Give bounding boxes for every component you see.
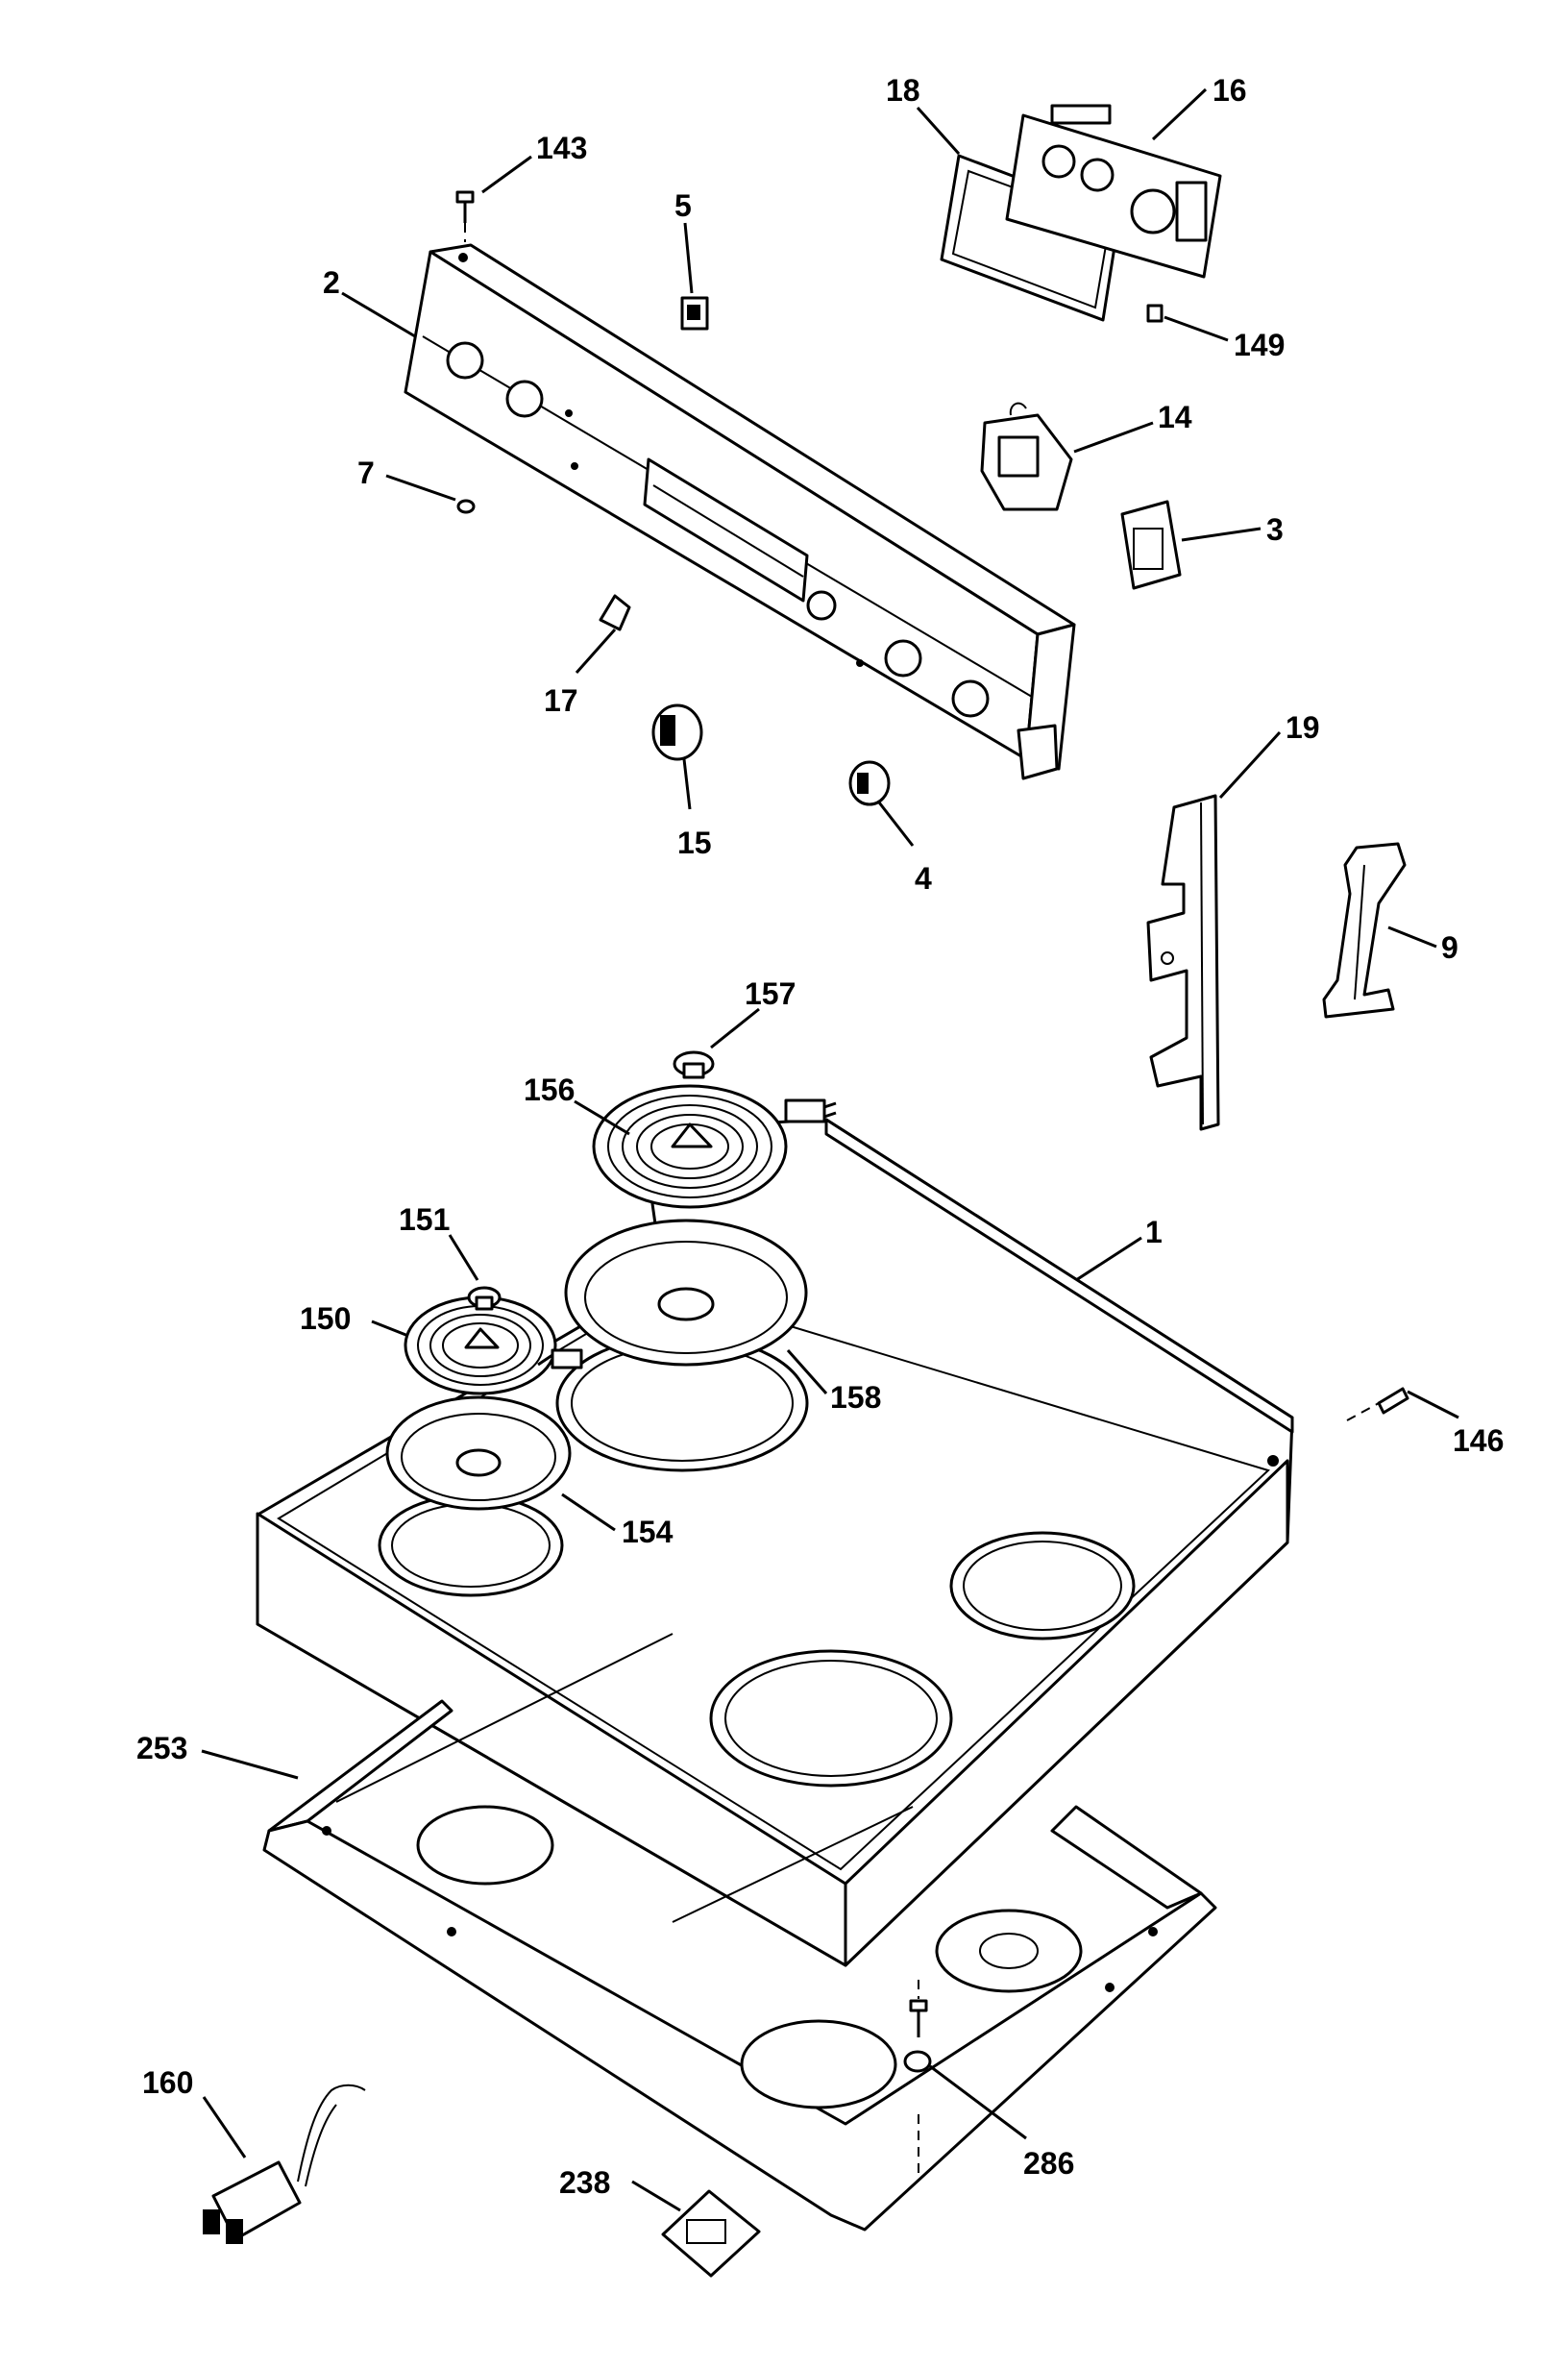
callout-158: 158 [830, 1380, 881, 1415]
part-17-icon [599, 594, 631, 631]
drip-bowl-154-icon [385, 1395, 572, 1511]
callout-1: 1 [1145, 1215, 1163, 1249]
switch-3-icon [1120, 500, 1182, 590]
side-bracket-9-icon [1322, 842, 1407, 1019]
callout-labels: 143 2 5 18 16 149 14 3 7 17 15 4 19 9 15… [136, 73, 1504, 2200]
callout-157: 157 [745, 976, 796, 1011]
cooktop-1 [256, 1118, 1294, 1967]
callout-19: 19 [1286, 710, 1320, 745]
callout-16: 16 [1213, 73, 1247, 108]
pin-146-icon [1346, 1387, 1409, 1421]
callout-18: 18 [886, 73, 920, 108]
screw-286-icon [903, 1980, 932, 2182]
element-cap-151-icon [467, 1286, 502, 1311]
side-bracket-19-icon [1146, 794, 1220, 1131]
callout-146: 146 [1453, 1423, 1504, 1458]
callout-9: 9 [1441, 930, 1458, 965]
callout-151: 151 [399, 1202, 450, 1237]
callout-7: 7 [357, 456, 375, 490]
callout-143: 143 [536, 131, 587, 165]
callout-253: 253 [136, 1731, 187, 1765]
part-149-icon [1146, 304, 1164, 323]
surface-element-156-icon [592, 1084, 837, 1209]
part-7-icon [456, 499, 476, 514]
part-5-icon [680, 296, 709, 331]
callout-5: 5 [674, 188, 692, 223]
callout-3: 3 [1266, 512, 1284, 547]
callout-150: 150 [300, 1301, 351, 1336]
control-panel-backsplash [404, 243, 1076, 780]
knob-4-icon [848, 760, 891, 806]
bottom-pan-253 [262, 1633, 1217, 2232]
callout-149: 149 [1234, 328, 1285, 362]
callout-238: 238 [559, 2165, 610, 2200]
switch-14-icon [980, 402, 1073, 511]
knob-15-icon [651, 703, 703, 761]
callout-286: 286 [1023, 2146, 1074, 2181]
callout-160: 160 [142, 2065, 193, 2100]
element-cap-157-icon [673, 1050, 715, 1079]
drip-bowl-158-icon [564, 1219, 808, 1367]
callout-14: 14 [1158, 400, 1192, 434]
callout-17: 17 [544, 683, 578, 718]
leader-lines [201, 87, 1459, 2212]
screw-143-icon [455, 190, 475, 242]
terminal-block-160-icon [203, 2084, 366, 2244]
plate-238-icon [661, 2189, 761, 2278]
callout-4: 4 [915, 861, 932, 896]
callout-2: 2 [323, 265, 340, 300]
callout-156: 156 [524, 1073, 575, 1107]
clock-assembly-16-icon [1005, 104, 1222, 279]
callout-15: 15 [677, 826, 712, 860]
callout-154: 154 [622, 1515, 674, 1549]
